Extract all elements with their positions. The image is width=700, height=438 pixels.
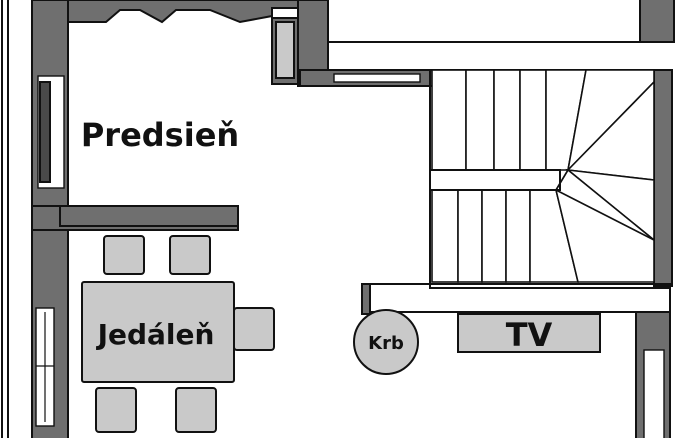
- chair: [175, 387, 217, 433]
- top-right-wall: [327, 0, 675, 43]
- dining-label: Jedáleň: [96, 318, 215, 351]
- stair-bottom-wall: [361, 283, 671, 438]
- corridor-wall: [299, 69, 437, 87]
- hall-top-wall: [32, 0, 329, 87]
- dining-window: [35, 307, 55, 427]
- tv-unit: [457, 313, 601, 353]
- dining-table: [81, 281, 235, 383]
- chair: [95, 387, 137, 433]
- chair: [169, 235, 211, 275]
- fireplace-label: Krb: [368, 333, 404, 354]
- hall-window: [37, 75, 65, 189]
- fireplace: [353, 309, 419, 375]
- dining-set: [81, 235, 275, 433]
- tv-label: TV: [506, 316, 553, 354]
- hall-label: Predsieň: [81, 116, 239, 154]
- chair: [233, 307, 275, 351]
- hall-bottom-wall: [31, 205, 239, 231]
- staircase: [429, 69, 673, 289]
- chair: [103, 235, 145, 275]
